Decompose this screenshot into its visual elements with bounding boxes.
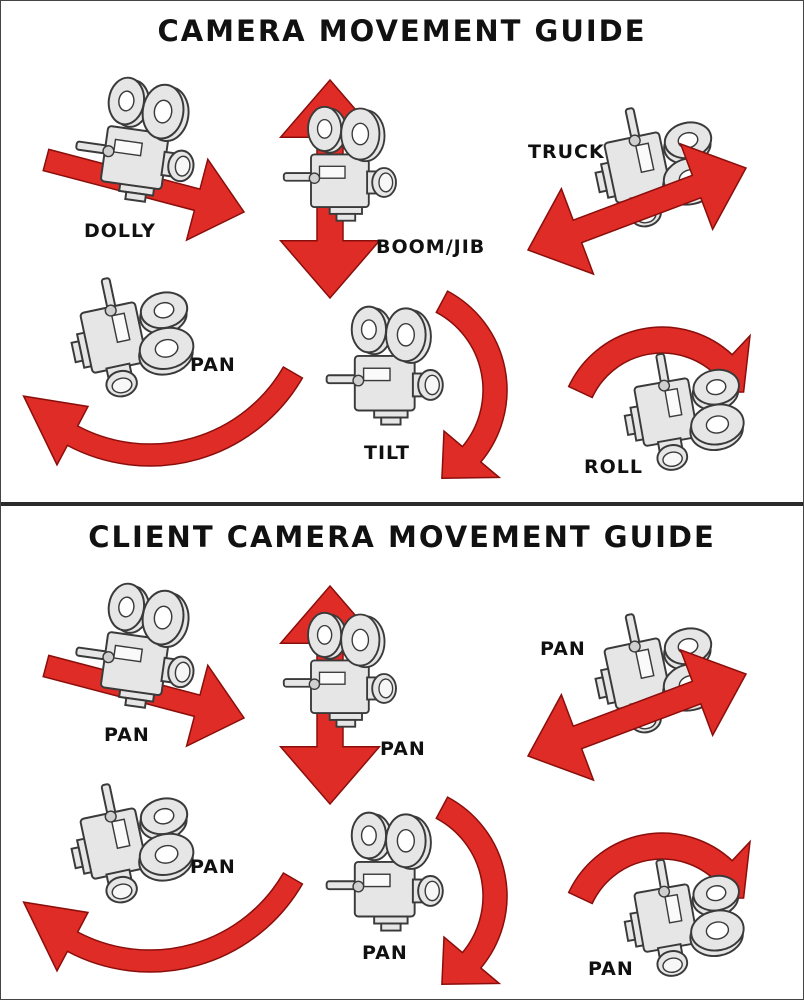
double-arrow-icon xyxy=(526,648,748,782)
movie-camera-icon xyxy=(623,858,745,977)
movie-camera-icon xyxy=(70,277,195,398)
movement-label-roll: ROLL xyxy=(584,456,643,478)
movie-camera-icon xyxy=(75,76,195,203)
movement-label-pan: PAN xyxy=(104,724,150,746)
movie-camera-icon xyxy=(75,582,195,709)
camera-movement-guide-panel: CAMERA MOVEMENT GUIDE DOLLY BOOM/JIB TRU… xyxy=(22,14,752,480)
double-arrow-icon xyxy=(526,142,748,276)
movement-label-pan: PAN xyxy=(190,856,236,878)
curved-arrow-icon xyxy=(435,796,508,986)
movie-camera-icon xyxy=(325,305,444,426)
movement-label-pan: PAN xyxy=(588,958,634,980)
movement-label-pan: PAN xyxy=(380,738,426,760)
movement-label-truck: TRUCK xyxy=(528,141,605,163)
curved-arrow-icon xyxy=(567,326,752,399)
guide-title: CAMERA MOVEMENT GUIDE xyxy=(157,14,647,48)
guide-illustration xyxy=(22,582,752,986)
movie-camera-icon xyxy=(325,811,444,932)
curved-arrow-icon xyxy=(435,290,508,480)
curved-arrow-icon xyxy=(22,871,304,973)
movie-camera-icon xyxy=(70,783,195,904)
movement-label-dolly: DOLLY xyxy=(84,220,156,242)
curved-arrow-icon xyxy=(567,832,752,905)
client-camera-movement-guide-panel: CLIENT CAMERA MOVEMENT GUIDE PAN PAN PAN… xyxy=(0,506,804,1000)
movement-label-pan: PAN xyxy=(190,354,236,376)
movie-camera-icon xyxy=(282,105,397,222)
movement-label-tilt: TILT xyxy=(364,442,410,464)
movement-label-boom-jib: BOOM/JIB xyxy=(376,236,486,258)
movie-camera-icon xyxy=(282,611,397,728)
guide-illustration xyxy=(22,76,752,480)
guide-title: CLIENT CAMERA MOVEMENT GUIDE xyxy=(88,520,716,554)
movement-label-pan: PAN xyxy=(540,638,586,660)
movie-camera-icon xyxy=(623,352,745,471)
curved-arrow-icon xyxy=(22,365,304,467)
panel-divider xyxy=(0,502,804,506)
movement-label-pan: PAN xyxy=(362,942,408,964)
